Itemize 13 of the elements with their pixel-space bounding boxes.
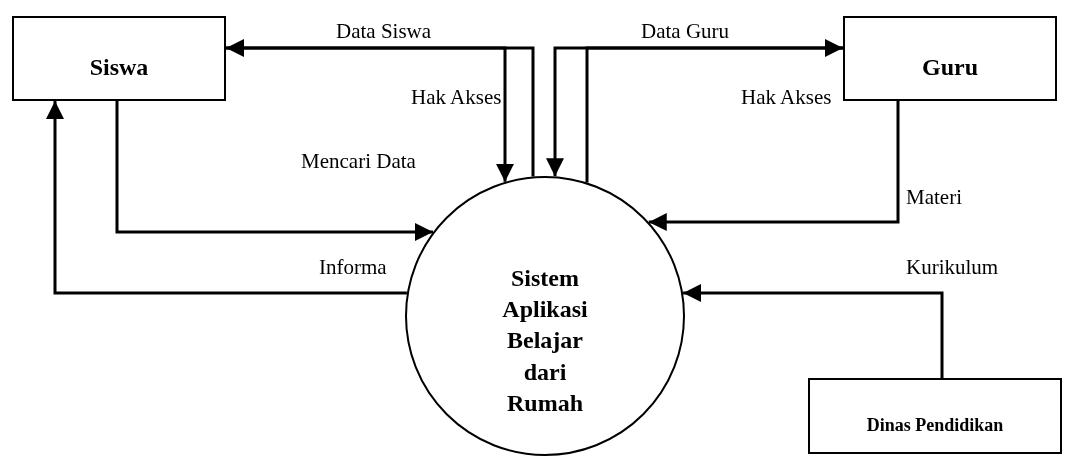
arrow — [115, 101, 433, 241]
entity-box — [843, 16, 1057, 101]
arrow — [546, 46, 843, 177]
entity-box — [12, 16, 226, 101]
arrow — [46, 101, 407, 295]
entity-box — [808, 378, 1062, 454]
node-label: Guru — [922, 53, 978, 82]
node-label: Sistem Aplikasi Belajar dari Rumah — [501, 264, 589, 418]
arrow — [648, 101, 900, 231]
arrow — [683, 284, 944, 378]
node-label: Siswa — [89, 53, 149, 82]
node-label: Dinas Pendidikan — [866, 415, 1004, 437]
arrow — [585, 39, 843, 183]
